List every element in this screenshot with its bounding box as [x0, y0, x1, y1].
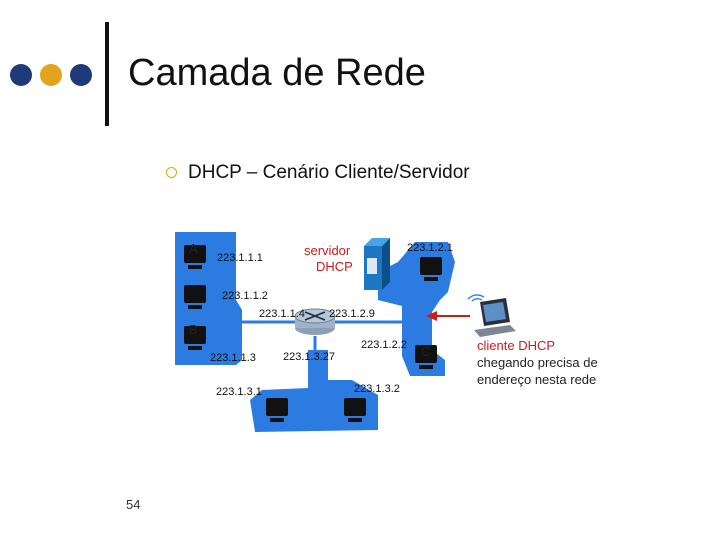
- decor-dot-3: [70, 64, 92, 86]
- bullet-circle-icon: [166, 167, 177, 178]
- ip-label-3: 223.1.1.3: [210, 352, 256, 364]
- decor-dot-2: [40, 64, 62, 86]
- title-divider: [105, 22, 109, 126]
- ip-label-top-right: 223.1.2.1: [407, 242, 453, 254]
- server-label-line2: DHCP: [316, 259, 353, 274]
- computer-icon: [184, 245, 442, 422]
- ip-label-router-2: 223.1.2.9: [329, 308, 375, 320]
- ip-label-router-1: 223.1.1.4: [259, 308, 305, 320]
- ip-label-a: 223.1.1.1: [217, 252, 263, 264]
- client-label-line3: endereço nesta rede: [477, 372, 596, 387]
- client-label-line2: chegando precisa de: [477, 355, 598, 370]
- server-label-line1: servidor: [304, 243, 351, 258]
- subnet-right: [378, 242, 455, 376]
- ip-label-router-3: 223.1.3.27: [283, 351, 335, 363]
- router-icon: [294, 308, 336, 335]
- ip-label-bottom-right: 223.1.3.2: [354, 383, 400, 395]
- ip-label-2: 223.1.1.2: [222, 290, 268, 302]
- bullet-text: DHCP – Cenário Cliente/Servidor: [188, 162, 470, 183]
- slide-title: Camada de Rede: [128, 52, 426, 94]
- host-label-b: B: [189, 322, 198, 337]
- page-number: 54: [126, 497, 141, 512]
- decor-dot-1: [10, 64, 32, 86]
- host-label-a: A: [189, 241, 198, 256]
- host-label-c: C: [421, 344, 430, 359]
- client-label-line1: cliente DHCP: [477, 338, 555, 353]
- ip-label-c: 223.1.2.2: [361, 339, 407, 351]
- ip-label-bottom-left: 223.1.3.1: [216, 386, 262, 398]
- server-icon: [364, 238, 390, 290]
- laptop-icon: [467, 294, 516, 337]
- arrow-icon: [426, 311, 470, 321]
